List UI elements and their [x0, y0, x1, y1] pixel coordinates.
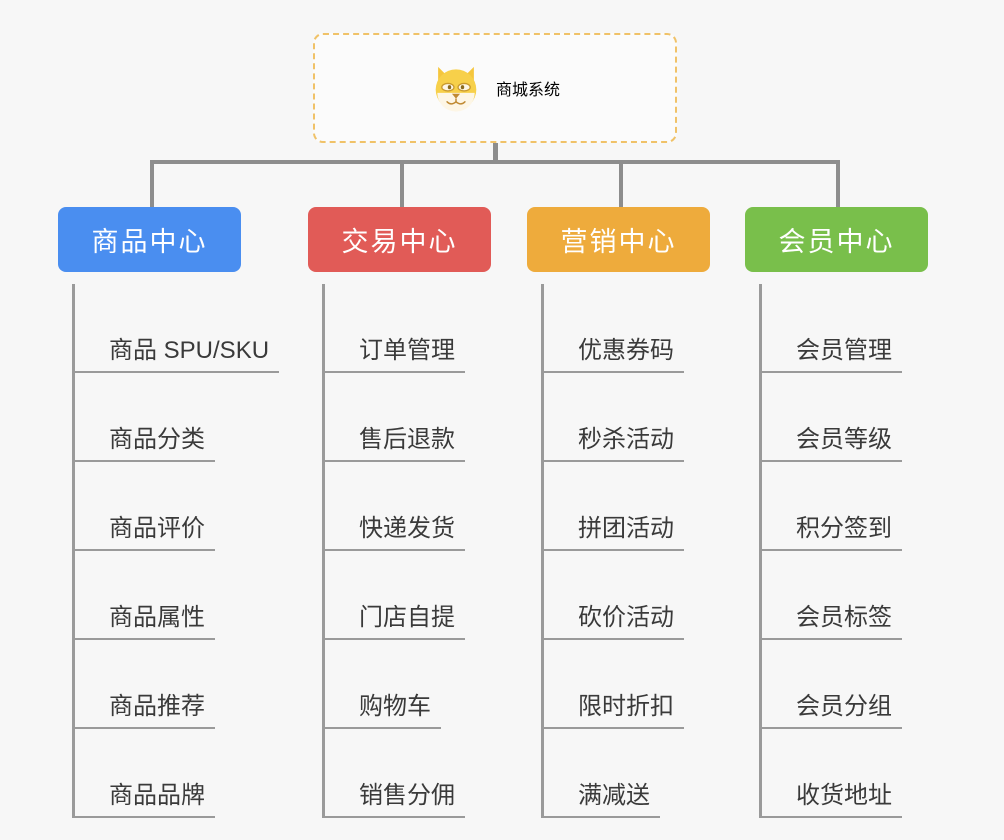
branch-header-label: 营销中心 [560, 227, 677, 257]
list-item-label: 商品分类 [75, 426, 215, 462]
branch-items-2: 订单管理 售后退款 快递发货 门店自提 购物车 销售分佣 [322, 284, 548, 818]
list-item-label: 会员标签 [762, 604, 902, 640]
list-item[interactable]: 售后退款 [325, 373, 548, 462]
shiba-dog-face-icon [435, 66, 477, 112]
list-item-label: 商品 SPU/SKU [75, 337, 280, 373]
list-item-label: 拼团活动 [544, 515, 684, 551]
list-item[interactable]: 会员标签 [762, 551, 985, 640]
branch-column-3: 营销中心 优惠券码 秒杀活动 拼团活动 砍价活动 限时折扣 满减送 [527, 207, 767, 818]
branch-column-4: 会员中心 会员管理 会员等级 积分签到 会员标签 会员分组 收货地址 [745, 207, 985, 818]
root-node[interactable]: 商城系统 [313, 33, 677, 143]
branch-header-4[interactable]: 会员中心 [745, 207, 928, 272]
list-item[interactable]: 限时折扣 [544, 640, 767, 729]
list-item[interactable]: 购物车 [325, 640, 548, 729]
list-item-label: 订单管理 [325, 337, 465, 373]
list-item[interactable]: 商品评价 [75, 462, 298, 551]
branch-column-1: 商品中心 商品 SPU/SKU 商品分类 商品评价 商品属性 商品推荐 商品品牌 [58, 207, 298, 818]
list-item[interactable]: 门店自提 [325, 551, 548, 640]
list-item-label: 优惠券码 [544, 337, 684, 373]
connector-drop-4 [836, 160, 840, 209]
list-item-label: 销售分佣 [325, 782, 465, 818]
list-item[interactable]: 商品属性 [75, 551, 298, 640]
branch-header-label: 会员中心 [778, 227, 895, 257]
branch-header-label: 交易中心 [341, 227, 458, 257]
branch-header-3[interactable]: 营销中心 [527, 207, 710, 272]
list-item-label: 购物车 [325, 693, 441, 729]
list-item[interactable]: 商品推荐 [75, 640, 298, 729]
list-item[interactable]: 满减送 [544, 729, 767, 818]
list-item[interactable]: 会员等级 [762, 373, 985, 462]
list-item-label: 限时折扣 [544, 693, 684, 729]
list-item-label: 收货地址 [762, 782, 902, 818]
connector-bus [150, 160, 840, 164]
list-item-label: 快递发货 [325, 515, 465, 551]
page-title: 商城系统 [495, 82, 560, 99]
branch-header-2[interactable]: 交易中心 [308, 207, 491, 272]
list-item[interactable]: 优惠券码 [544, 284, 767, 373]
list-item-label: 会员等级 [762, 426, 902, 462]
list-item[interactable]: 积分签到 [762, 462, 985, 551]
list-item[interactable]: 拼团活动 [544, 462, 767, 551]
list-item-label: 砍价活动 [544, 604, 684, 640]
list-item-label: 会员分组 [762, 693, 902, 729]
list-item[interactable]: 收货地址 [762, 729, 985, 818]
connector-root-stem [493, 143, 498, 163]
list-item-label: 商品属性 [75, 604, 215, 640]
list-item-label: 会员管理 [762, 337, 902, 373]
connector-drop-3 [619, 160, 623, 209]
list-item-label: 秒杀活动 [544, 426, 684, 462]
list-item-label: 售后退款 [325, 426, 465, 462]
list-item-label: 门店自提 [325, 604, 465, 640]
branch-header-label: 商品中心 [91, 227, 208, 257]
list-item-label: 商品推荐 [75, 693, 215, 729]
list-item[interactable]: 砍价活动 [544, 551, 767, 640]
list-item[interactable]: 会员管理 [762, 284, 985, 373]
branch-header-1[interactable]: 商品中心 [58, 207, 241, 272]
list-item[interactable]: 商品品牌 [75, 729, 298, 818]
connector-drop-1 [150, 160, 154, 209]
list-item[interactable]: 会员分组 [762, 640, 985, 729]
branch-items-1: 商品 SPU/SKU 商品分类 商品评价 商品属性 商品推荐 商品品牌 [72, 284, 298, 818]
branch-items-4: 会员管理 会员等级 积分签到 会员标签 会员分组 收货地址 [759, 284, 985, 818]
branch-column-2: 交易中心 订单管理 售后退款 快递发货 门店自提 购物车 销售分佣 [308, 207, 548, 818]
list-item-label: 积分签到 [762, 515, 902, 551]
list-item[interactable]: 商品分类 [75, 373, 298, 462]
list-item[interactable]: 销售分佣 [325, 729, 548, 818]
list-item-label: 满减送 [544, 782, 660, 818]
list-item-label: 商品品牌 [75, 782, 215, 818]
list-item-label: 商品评价 [75, 515, 215, 551]
list-item[interactable]: 订单管理 [325, 284, 548, 373]
list-item[interactable]: 快递发货 [325, 462, 548, 551]
list-item[interactable]: 秒杀活动 [544, 373, 767, 462]
branch-items-3: 优惠券码 秒杀活动 拼团活动 砍价活动 限时折扣 满减送 [541, 284, 767, 818]
list-item[interactable]: 商品 SPU/SKU [75, 284, 298, 373]
connector-drop-2 [400, 160, 404, 209]
